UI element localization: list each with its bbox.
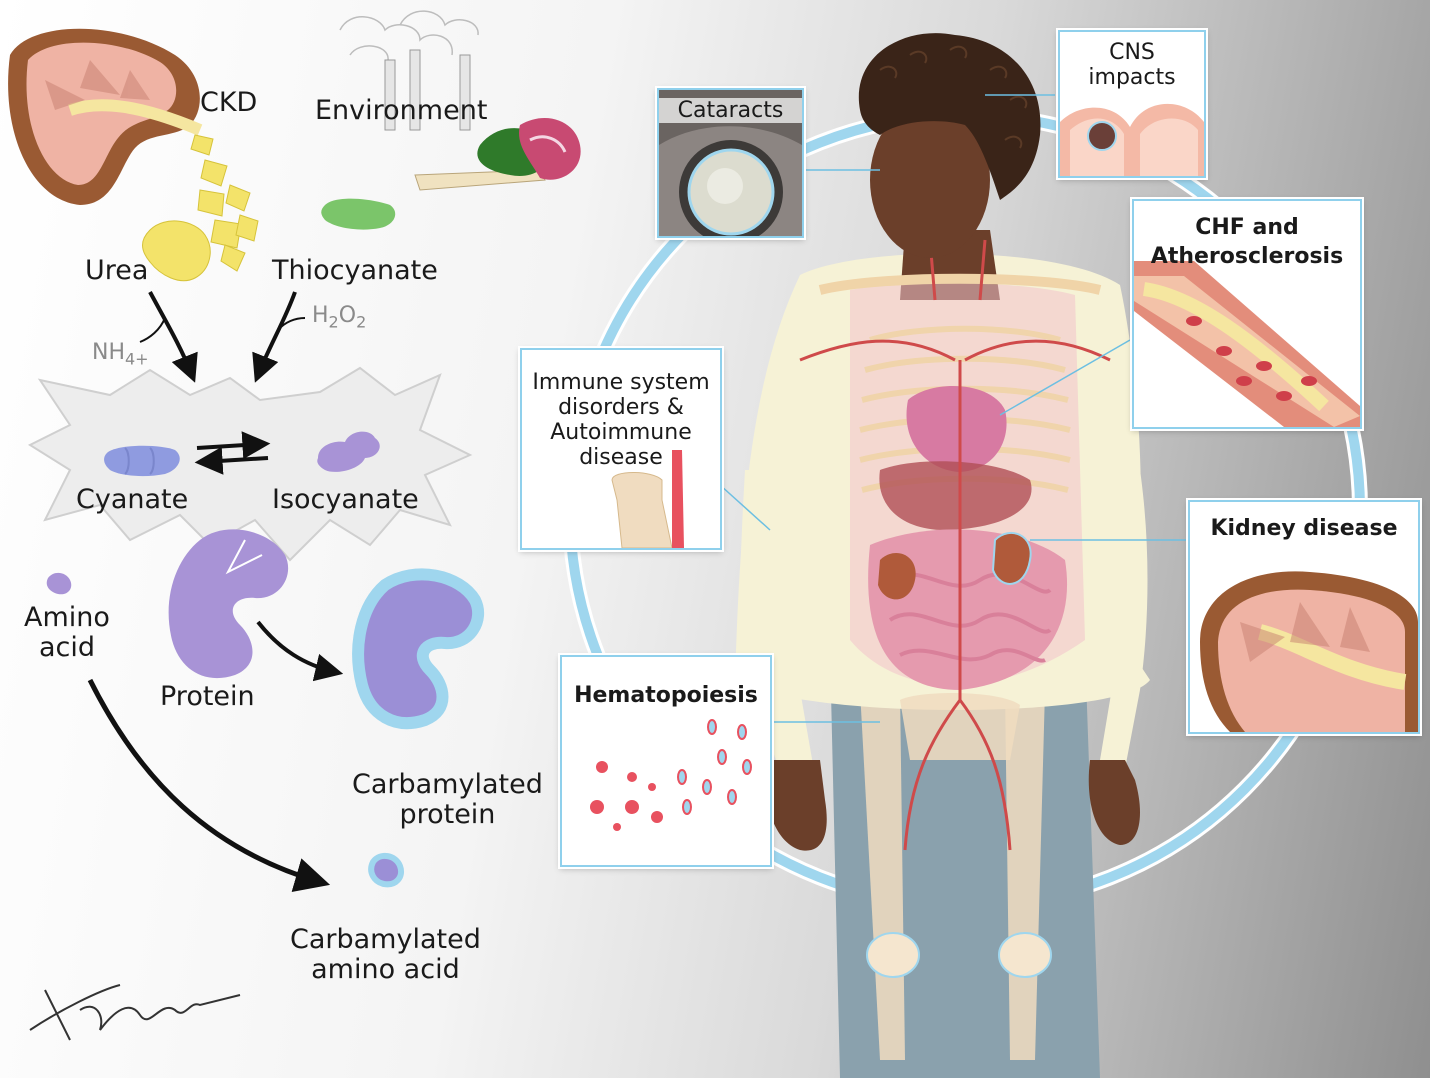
source-arrows: [148, 291, 297, 383]
immune-callout: Immune system disorders & Autoimmune dis…: [520, 348, 722, 550]
cns-brain-image: [1060, 103, 1204, 176]
artist-signature: [29, 984, 241, 1041]
isocyanate-label: Isocyanate: [272, 484, 419, 515]
equilibrium-arrows: [194, 431, 271, 475]
ckd-label: CKD: [200, 87, 258, 118]
ammonium-label: NH4+: [92, 340, 149, 369]
hematopoiesis-title: Hematopoiesis: [574, 683, 758, 708]
amino-acid-arrow: [87, 678, 331, 892]
kidney-title: Kidney disease: [1210, 516, 1398, 541]
protein-label: Protein: [160, 681, 255, 712]
cyanate-molecule: [104, 445, 180, 477]
kidney-callout: Kidney disease: [1188, 500, 1420, 734]
carbamylated-amino-acid-molecule: [368, 852, 404, 888]
carbamylated-amino-acid-label: Carbamylated amino acid: [290, 924, 481, 985]
artery-plaque-image: [1134, 261, 1360, 427]
peroxide-label: H2O2: [312, 303, 367, 332]
hematopoiesis-callout: Hematopoiesis: [560, 655, 772, 867]
starburst: [27, 366, 473, 562]
immune-title: Immune system disorders & Autoimmune dis…: [532, 370, 710, 470]
cns-callout: CNS impacts: [1058, 30, 1206, 178]
cyanate-label: Cyanate: [76, 484, 189, 515]
chf-callout: CHF and Atherosclerosis: [1132, 199, 1362, 429]
amino-acid-label: Amino acid: [24, 602, 110, 663]
protein-molecule: [168, 529, 289, 679]
thiocyanate-molecule: [321, 198, 396, 230]
carbamylated-protein-molecule: [352, 568, 485, 730]
environment-illustration: [339, 10, 581, 191]
urea-crystals: [142, 134, 259, 282]
human-figure: [735, 33, 1150, 1078]
carbamylated-protein-label: Carbamylated protein: [352, 769, 543, 830]
kidney-image: [1200, 571, 1418, 732]
callout-leaders: [719, 94, 1188, 723]
environment-label: Environment: [315, 95, 488, 126]
urea-label: Urea: [85, 255, 149, 286]
amino-acid-molecule: [46, 572, 72, 595]
joint-image: [611, 450, 684, 548]
blood-cells-image: [590, 719, 752, 831]
ckd-kidney-illustration: [8, 28, 203, 205]
isocyanate-molecule: [317, 431, 380, 472]
reagent-curves: [139, 317, 306, 343]
chf-title: CHF and Atherosclerosis: [1150, 215, 1344, 269]
cataracts-callout: Cataracts: [657, 88, 804, 238]
thiocyanate-label: Thiocyanate: [272, 255, 438, 286]
cataracts-title: Cataracts: [659, 98, 802, 123]
cns-title: CNS impacts: [1088, 40, 1176, 90]
protein-arrow: [256, 620, 344, 682]
